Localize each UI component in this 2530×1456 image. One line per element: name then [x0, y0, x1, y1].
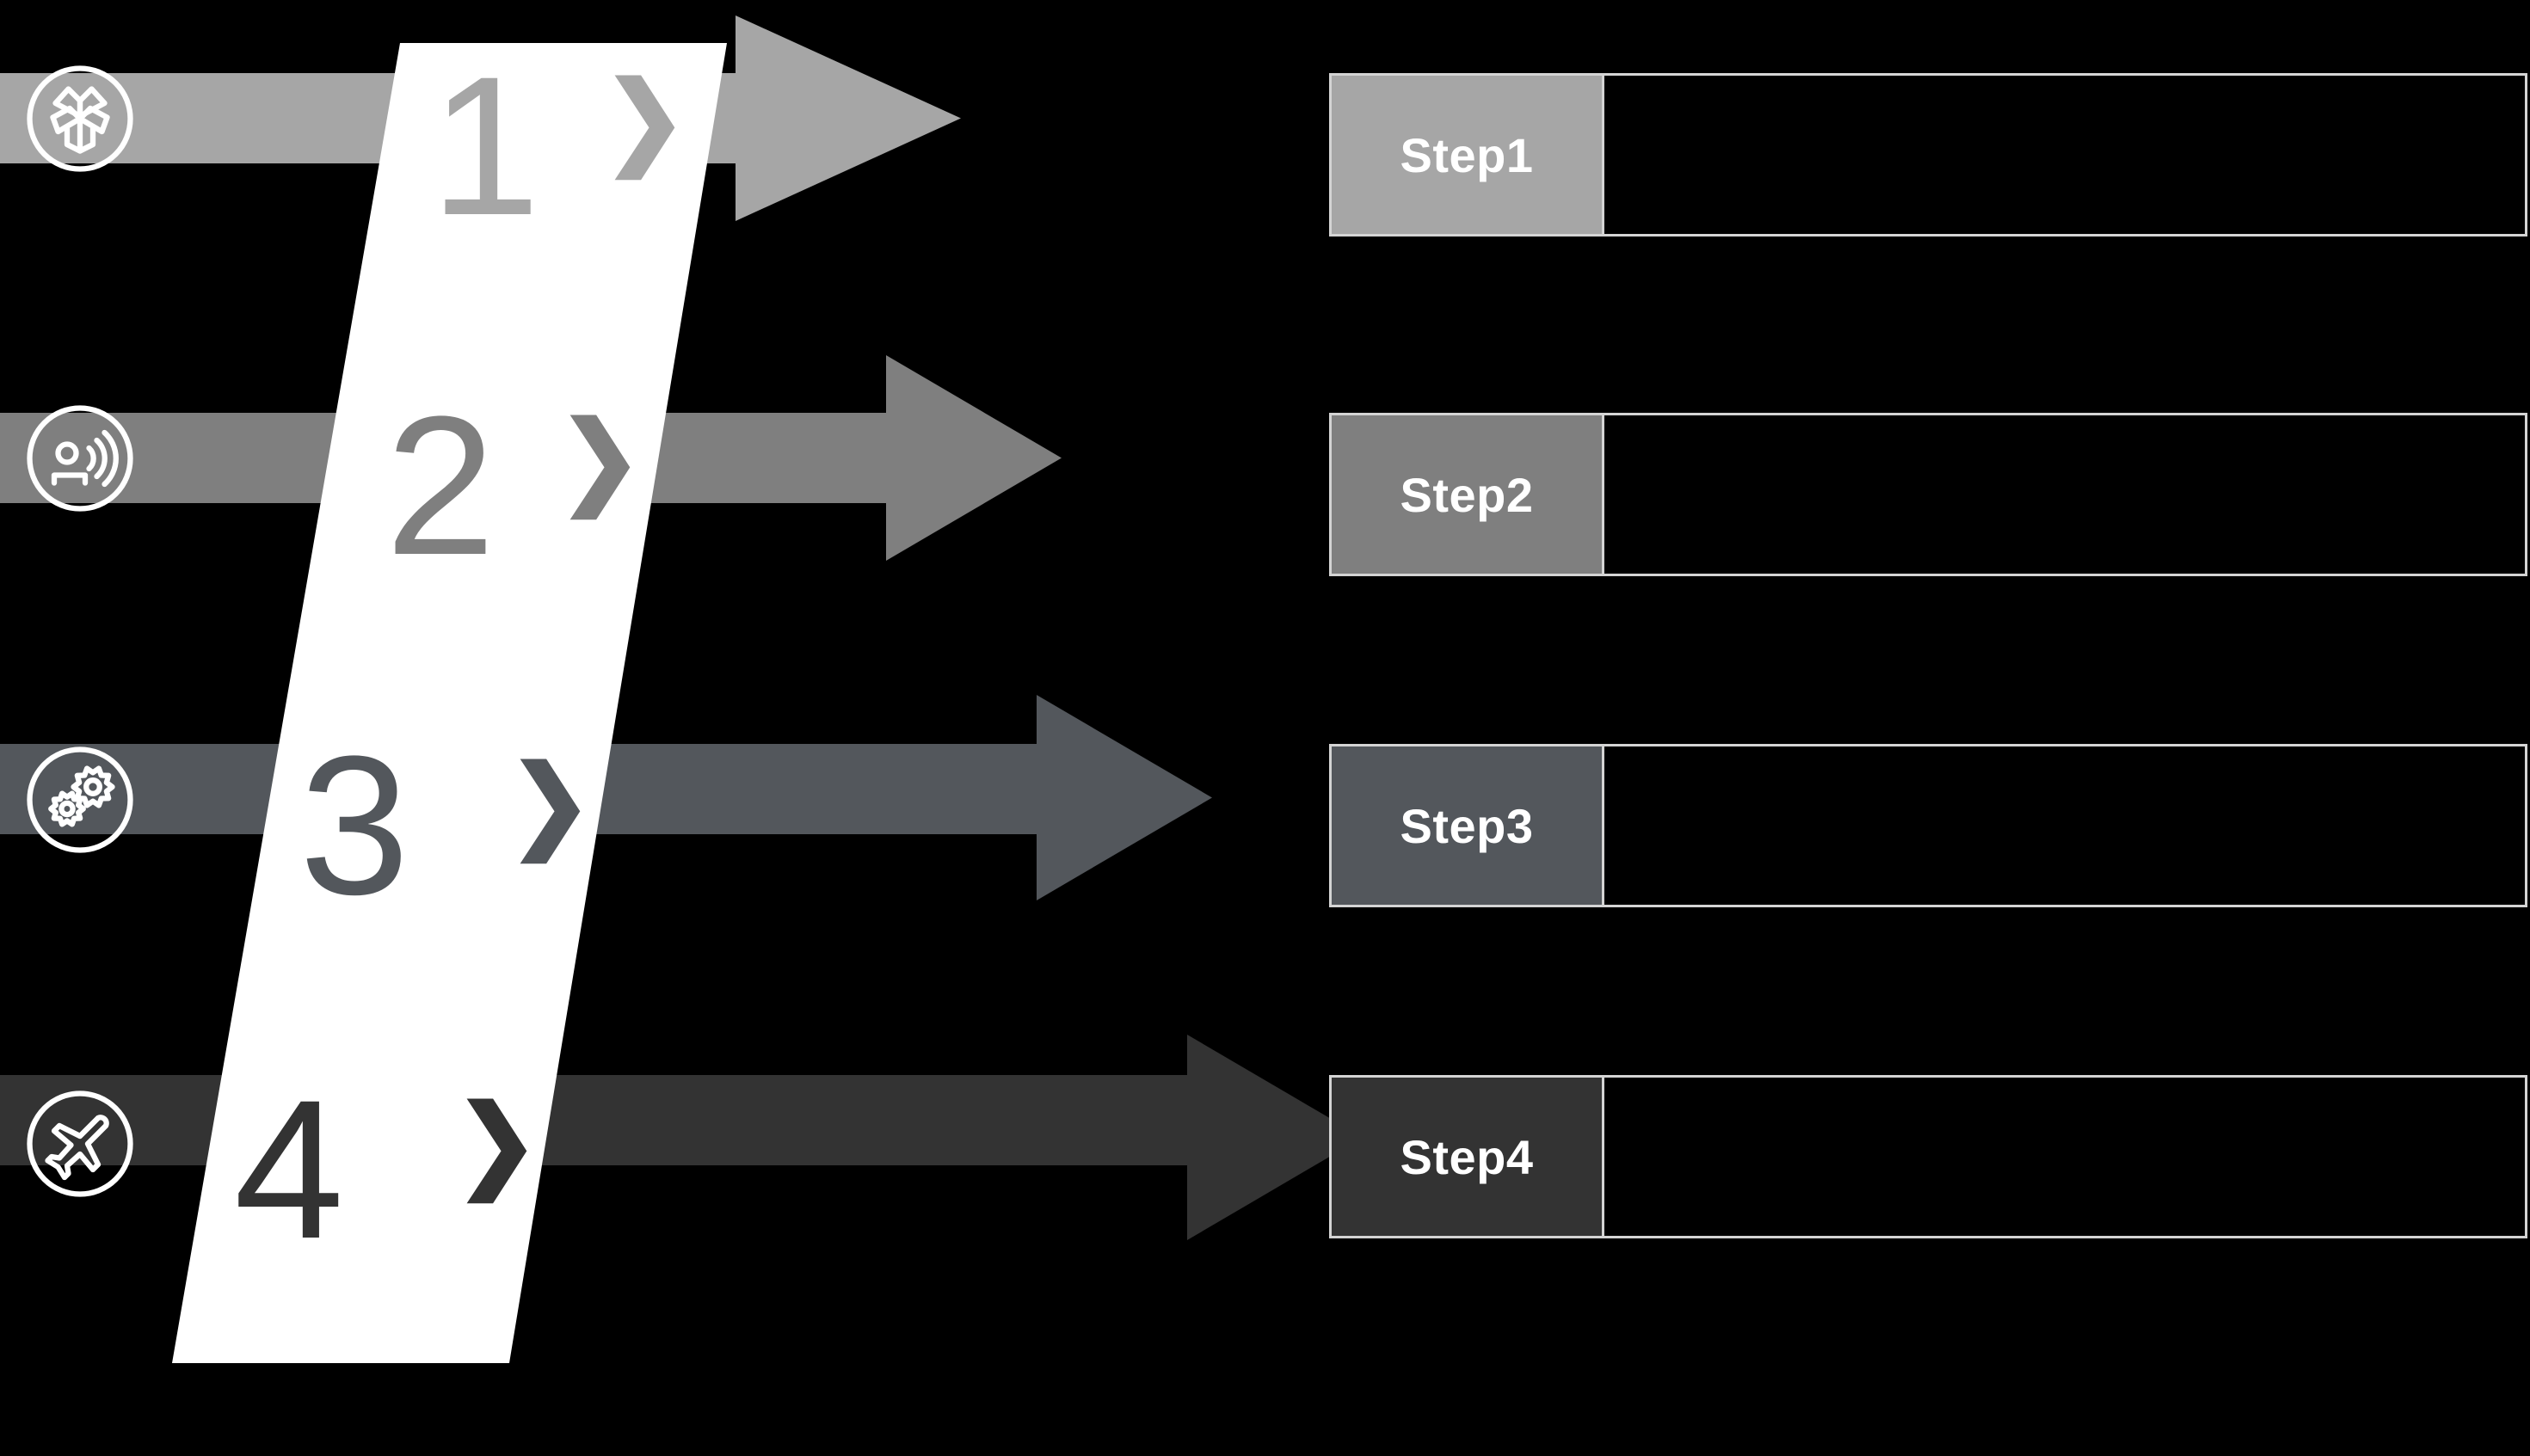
step-number-4: 4	[234, 1059, 344, 1280]
open-box-icon	[15, 54, 145, 183]
step-content-area-4[interactable]	[1604, 1075, 2527, 1238]
step-panel-3[interactable]: Step3	[1329, 744, 2527, 907]
chevron-right-icon-2: ❯	[557, 402, 643, 516]
chevron-right-icon-3: ❯	[508, 746, 593, 860]
step-label-4: Step4	[1329, 1075, 1604, 1238]
chevron-right-icon-1: ❯	[602, 63, 687, 176]
step-panel-2[interactable]: Step2	[1329, 413, 2527, 576]
step-number-2: 2	[385, 375, 496, 596]
step-panel-4[interactable]: Step4	[1329, 1075, 2527, 1238]
step-label-2: Step2	[1329, 413, 1604, 576]
gears-icon	[15, 735, 145, 864]
step-number-3: 3	[299, 715, 409, 936]
presentation-signal-icon	[15, 394, 145, 523]
step-content-area-3[interactable]	[1604, 744, 2527, 907]
step-label-1: Step1	[1329, 73, 1604, 237]
step-content-area-2[interactable]	[1604, 413, 2527, 576]
step-panel-1[interactable]: Step1	[1329, 73, 2527, 237]
chevron-right-icon-4: ❯	[454, 1086, 539, 1200]
airplane-icon	[15, 1079, 145, 1208]
step-number-1: 1	[430, 35, 540, 256]
step-content-area-1[interactable]	[1604, 73, 2527, 237]
step-label-3: Step3	[1329, 744, 1604, 907]
